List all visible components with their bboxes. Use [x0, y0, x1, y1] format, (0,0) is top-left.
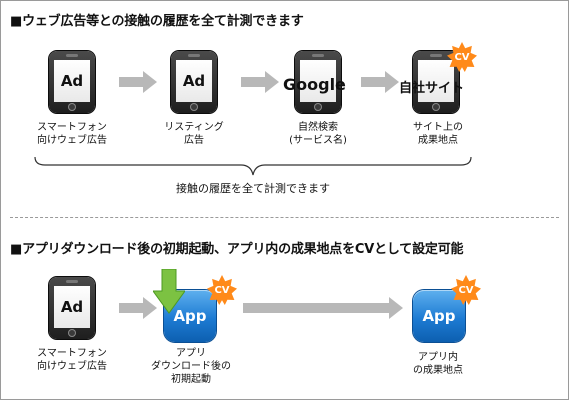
step-caption: アプリ ダウンロード後の 初期起動 [151, 348, 231, 385]
smartphone-icon: Ad [49, 277, 95, 339]
curly-brace [34, 156, 472, 176]
right-arrow-icon [119, 297, 157, 319]
right-arrow-icon [241, 71, 279, 93]
cv-badge: CV [207, 275, 237, 305]
section2-heading: ■アプリダウンロード後の初期起動、アプリ内の成果地点をCVとして設定可能 [10, 242, 464, 257]
right-arrow-icon [119, 71, 157, 93]
cv-badge: CV [447, 42, 477, 72]
step-caption: サイト上の 成果地点 [413, 122, 463, 146]
section1-heading: ■ウェブ広告等との接触の履歴を全て計測できます [10, 14, 304, 29]
step-caption: スマートフォン 向けウェブ広告 [37, 122, 107, 146]
step-caption: 自然検索 (サービス名) [289, 122, 347, 146]
screen-label: Ad [54, 286, 90, 328]
step-caption: スマートフォン 向けウェブ広告 [37, 348, 107, 372]
screen-label: Ad [54, 60, 90, 102]
step-caption: アプリ内 の成果地点 [413, 352, 463, 376]
cv-badge: CV [451, 275, 481, 305]
step-caption: リスティング 広告 [164, 122, 224, 146]
download-arrow-icon [153, 269, 185, 314]
smartphone-icon [413, 51, 459, 113]
section-divider [10, 217, 559, 218]
smartphone-icon: Ad [171, 51, 217, 113]
google-label: Google [283, 75, 346, 94]
smartphone-icon [295, 51, 341, 113]
right-arrow-icon [361, 71, 399, 93]
screen-label: Ad [176, 60, 212, 102]
own-site-label: 自社サイト [399, 81, 465, 96]
brace-label: 接触の履歴を全て計測できます [176, 182, 330, 195]
smartphone-icon: Ad [49, 51, 95, 113]
long-right-arrow-icon [243, 297, 403, 319]
